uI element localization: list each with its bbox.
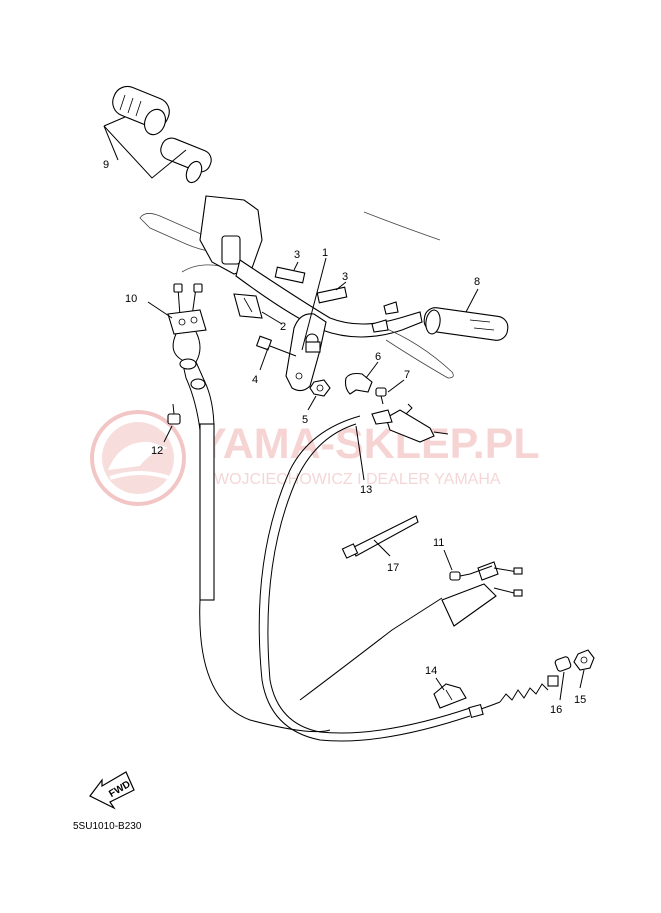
leader-8-line <box>465 288 479 313</box>
pad-part <box>274 266 348 304</box>
cable-tie-part <box>341 515 419 559</box>
throttle-cable-part <box>258 403 471 742</box>
watermark-subtitle: WOJCIECHOWICZ I DEALER YAMAHA <box>214 471 501 488</box>
part-label-2: 2 <box>280 321 286 333</box>
part-label-8: 8 <box>474 276 480 288</box>
part-label-13: 13 <box>360 484 372 496</box>
diagram-code: 5SU1010-B230 <box>73 821 142 832</box>
part-label-7: 7 <box>404 369 410 381</box>
clip-part <box>233 293 263 319</box>
part-label-10: 10 <box>125 293 137 305</box>
holder-part <box>433 683 467 709</box>
watermark-title: YAMA-SKLEP.PL <box>198 420 540 468</box>
part-label-15: 15 <box>574 694 586 706</box>
throttle-grip-part <box>371 301 509 341</box>
bolt-part <box>255 335 297 357</box>
leader-9-line <box>103 125 187 179</box>
bolt-11-part <box>449 571 471 581</box>
switch-cable-part <box>167 283 215 601</box>
part-label-17: 17 <box>387 562 399 574</box>
part-label-6: 6 <box>375 351 381 363</box>
collar-part <box>554 656 572 672</box>
screw-part <box>375 387 387 405</box>
watermark-logo-icon <box>90 410 186 506</box>
forward-arrow-icon <box>89 771 135 810</box>
part-label-14: 14 <box>425 665 437 677</box>
adjuster-part <box>468 675 559 719</box>
forward-direction-badge: FWD <box>89 771 135 810</box>
leader-1-line <box>301 257 327 351</box>
nut-15-part <box>573 649 595 671</box>
nut-part <box>309 379 331 397</box>
part-label-3b: 3 <box>342 271 348 283</box>
part-label-11: 11 <box>433 537 444 549</box>
grip-left-part <box>112 85 212 184</box>
part-label-1: 1 <box>322 247 328 259</box>
part-label-9: 9 <box>103 159 109 171</box>
part-label-4: 4 <box>252 374 258 386</box>
bracket-part <box>344 372 373 395</box>
part-label-5: 5 <box>302 414 308 426</box>
throttle-housing-part <box>285 313 327 392</box>
bolt-small-part <box>167 403 181 425</box>
watermark: YAMA-SKLEP.PL WOJCIECHOWICZ I DEALER YAM… <box>90 410 540 506</box>
handlebar-part <box>139 195 454 379</box>
cable-bracket-part <box>299 561 523 701</box>
part-label-12: 12 <box>151 445 163 457</box>
part-label-16: 16 <box>550 704 562 716</box>
part-label-3a: 3 <box>294 249 300 261</box>
cable-loop-left <box>199 599 331 733</box>
